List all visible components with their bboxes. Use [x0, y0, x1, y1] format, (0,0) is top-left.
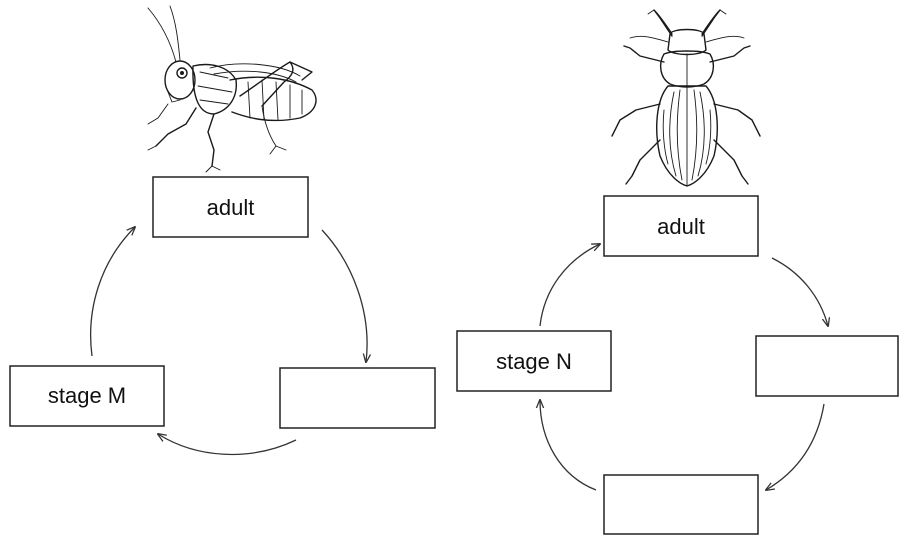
beetle-blank-box-bottom — [603, 474, 759, 535]
stage-m-label: stage M — [48, 383, 126, 408]
arrow-right-blank-to-bottom-blank — [766, 403, 825, 490]
arrow-blank-to-stage-m — [158, 434, 297, 456]
arrow-stage-n-to-adult — [539, 244, 600, 327]
arrow-adult-to-blank — [321, 229, 367, 362]
beetle-adult-label: adult — [657, 214, 705, 239]
grasshopper-blank-box — [279, 367, 436, 429]
arrow-bottom-blank-to-stage-n — [540, 400, 597, 491]
beetle-adult-box — [603, 195, 759, 257]
stage-n-box — [456, 330, 612, 392]
grasshopper-adult-box — [152, 176, 309, 238]
arrow-adult-to-right-blank — [771, 257, 828, 326]
stage-m-box — [9, 365, 165, 427]
arrow-stage-m-to-adult — [90, 227, 135, 357]
grasshopper-icon — [147, 5, 317, 173]
beetle-icon — [611, 9, 761, 187]
stage-n-label: stage N — [496, 349, 572, 374]
beetle-blank-box-right — [755, 335, 899, 397]
grasshopper-adult-label: adult — [207, 195, 255, 220]
